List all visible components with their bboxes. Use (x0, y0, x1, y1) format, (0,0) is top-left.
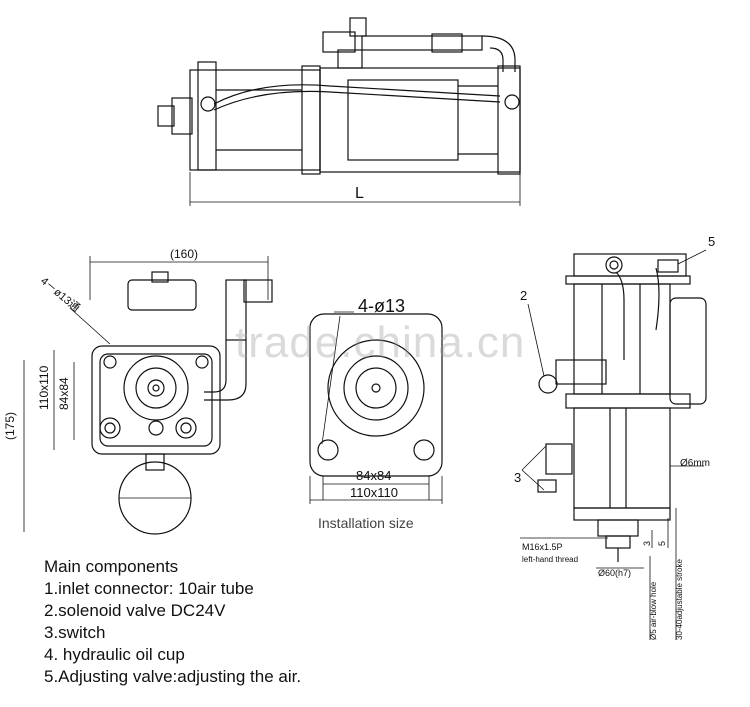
right-top-cap (573, 253, 687, 277)
left-rod-end (157, 105, 175, 127)
callout-2: 2 (520, 288, 527, 303)
thread-note: left-hand thread (522, 555, 578, 564)
num-5-label: 5 (657, 541, 667, 546)
install-caption: Installation size (318, 515, 414, 531)
blow-hole-label: Ø5 air-blow hole (649, 581, 658, 640)
component-item: 2.solenoid valve DC24V (44, 601, 226, 620)
top-elbow (481, 35, 516, 72)
switch-box (545, 443, 573, 475)
components-heading: Main components (44, 557, 179, 576)
components-list: Main components 1.inlet connector: 10air… (44, 556, 464, 688)
holes-label: 4－ø13通 (38, 274, 82, 314)
width-160-label: (160) (170, 247, 198, 261)
right-view: 2 3 5 Ø6mm M16x1.5P left-hand thread Ø60… (514, 234, 715, 640)
mount-hole (99, 417, 121, 439)
component-item: 5.Adjusting valve:adjusting the air. (44, 667, 302, 686)
component-item: 1.inlet connector: 10air tube (44, 579, 254, 598)
cylinder-body (319, 67, 521, 173)
diam-60-label: Ø60(h7) (598, 568, 631, 578)
install-hole (413, 439, 435, 461)
watermark: trade.china.cn (235, 318, 526, 367)
thread-label: M16x1.5P (522, 542, 563, 552)
height-175-label: (175) (3, 412, 17, 440)
mount-hole (103, 355, 117, 369)
install-84-label: 84x84 (356, 468, 391, 483)
component-item: 3.switch (44, 623, 106, 642)
num-3-label: 3 (642, 541, 652, 546)
top-fitting-nut (431, 33, 463, 53)
top-valve-block (322, 31, 356, 53)
top-valve-cap (349, 17, 367, 37)
top-view: L (157, 17, 521, 206)
install-hole (317, 439, 339, 461)
install-holes-label: 4-ø13 (358, 296, 405, 316)
installation-view: 4-ø13 84x84 110x110 Installation size (309, 296, 443, 531)
callout-5: 5 (708, 234, 715, 249)
right-lower-body (573, 407, 671, 509)
component-item: 4. hydraulic oil cup (44, 645, 185, 664)
mount-hole (195, 355, 209, 369)
stroke-label: 30-40adjustable stroke (675, 559, 684, 640)
install-plate (309, 313, 443, 477)
front-view: (160) 4－ø13通 (3, 247, 273, 535)
mount-hole (175, 417, 197, 439)
right-cylinder (573, 283, 671, 395)
length-label: L (355, 185, 364, 202)
callout-3: 3 (514, 470, 521, 485)
top-fitting (361, 35, 483, 51)
side-110-label: 110x110 (37, 365, 51, 410)
side-84-label: 84x84 (57, 377, 71, 410)
air-tube (213, 84, 501, 105)
diam-6-label: Ø6mm (680, 458, 710, 469)
solenoid-box (127, 279, 197, 311)
components-items: 1.inlet connector: 10air tube 2.solenoid… (44, 578, 464, 688)
solenoid-connector (538, 374, 558, 394)
oil-cup-side (669, 297, 707, 405)
install-110-label: 110x110 (350, 485, 398, 500)
